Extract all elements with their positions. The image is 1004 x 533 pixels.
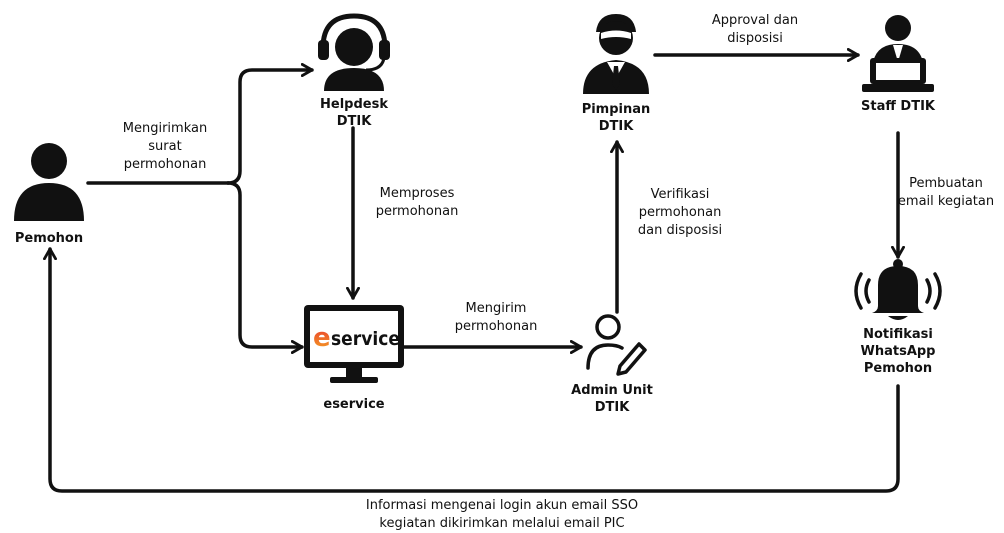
edge-label-pembuatan: Pembuatan email kegiatan: [888, 175, 1004, 211]
admin-label-line1: Admin Unit: [571, 383, 653, 398]
node-label-eservice: eservice: [309, 396, 399, 413]
pembuatan-line1: Pembuatan: [909, 176, 983, 191]
informasi-line2: kegiatan dikirimkan melalui email PIC: [379, 516, 625, 531]
pimpinan-label-line2: DTIK: [598, 119, 634, 134]
edge-label-informasi: Informasi mengenai login akun email SSO …: [302, 497, 702, 533]
monitor-icon: e service: [304, 305, 404, 383]
person-icon: [14, 143, 84, 221]
approval-line2: disposisi: [727, 31, 783, 46]
verifikasi-line2: permohonan: [638, 205, 722, 220]
pemohon-label: Pemohon: [14, 231, 84, 246]
edge-label-mengirim: Mengirim permohonan: [440, 300, 552, 336]
edge-label-mengirimkan: Mengirimkan surat permohonan: [104, 120, 226, 174]
edge-to-helpdesk: [226, 63, 314, 185]
edge-label-verifikasi: Verifikasi permohonan dan disposisi: [620, 186, 740, 240]
notif-label-line2: WhatsApp: [860, 344, 936, 359]
pembuatan-line2: email kegiatan: [897, 194, 995, 209]
node-label-pimpinan: Pimpinan DTIK: [571, 101, 661, 135]
approval-line1: Approval dan: [711, 13, 799, 28]
node-label-staff: Staff DTIK: [848, 98, 948, 115]
memproses-line2: permohonan: [375, 204, 459, 219]
memproses-line1: Memproses: [379, 186, 455, 201]
mengirim-line2: permohonan: [454, 319, 538, 334]
mengirimkan-line1: Mengirimkan: [122, 121, 208, 136]
mengirim-line1: Mengirim: [465, 301, 527, 316]
headset-agent-icon: [318, 13, 390, 91]
edge-label-memproses: Memproses permohonan: [360, 185, 474, 221]
node-label-admin: Admin Unit DTIK: [562, 382, 662, 416]
notif-label-line1: Notifikasi: [863, 327, 933, 342]
helpdesk-label-line1: Helpdesk: [320, 97, 388, 112]
node-label-pemohon: Pemohon: [9, 230, 89, 247]
verifikasi-line1: Verifikasi: [650, 187, 710, 202]
helpdesk-label-line2: DTIK: [336, 114, 372, 129]
laptop-worker-icon: [862, 15, 934, 92]
notif-label-line3: Pemohon: [863, 361, 933, 376]
eservice-logo-e: e: [313, 323, 331, 353]
eservice-logo-text: service: [331, 328, 400, 350]
edge-label-approval: Approval dan disposisi: [695, 12, 815, 48]
verifikasi-line3: dan disposisi: [637, 223, 723, 238]
admin-label-line2: DTIK: [594, 400, 630, 415]
informasi-line1: Informasi mengenai login akun email SSO: [365, 498, 639, 513]
businessman-icon: [583, 14, 649, 94]
edge-notif-pemohon: [43, 247, 900, 493]
mengirimkan-line2: surat: [148, 139, 182, 154]
mengirimkan-line3: permohonan: [123, 157, 207, 172]
node-label-helpdesk: Helpdesk DTIK: [309, 96, 399, 130]
edge-to-eservice: [226, 181, 304, 354]
pimpinan-label-line1: Pimpinan: [581, 102, 651, 117]
node-label-notif: Notifikasi WhatsApp Pemohon: [848, 326, 948, 377]
ringing-bell-icon: [854, 259, 942, 320]
user-edit-icon: [586, 314, 647, 376]
staff-label: Staff DTIK: [861, 99, 935, 114]
eservice-label: eservice: [323, 397, 385, 412]
